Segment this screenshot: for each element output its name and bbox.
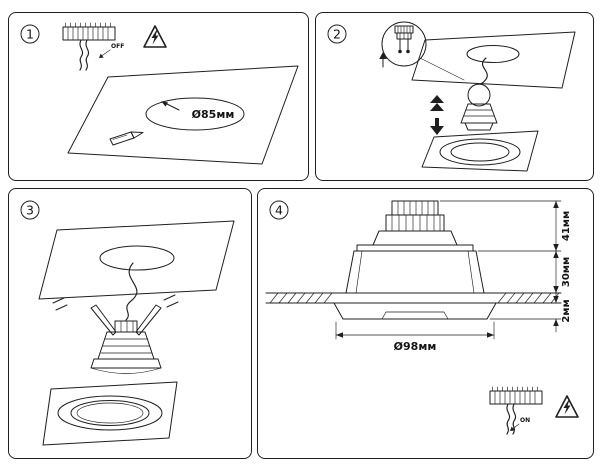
fixture-with-spring-clips: [90, 304, 162, 374]
trim-cross-section: [333, 302, 497, 320]
dim-label-41mm: 41мм: [561, 211, 572, 241]
supply-wire: [125, 262, 138, 321]
power-off-arrow-icon: [99, 49, 111, 58]
cutting-tool-icon: [109, 131, 144, 146]
spotlight-fixture: [460, 83, 498, 131]
step-number: 1: [26, 27, 34, 42]
ceiling-board: [411, 31, 576, 89]
cutout-hole: [99, 245, 175, 271]
cutout-hole: [466, 45, 520, 63]
lamp-socket-magnifier-icon: [381, 21, 427, 67]
trim-ring: [421, 130, 539, 172]
dim-label-2mm: 2мм: [561, 299, 572, 322]
panel-step-2: 2: [315, 12, 594, 181]
terminal-block-icon: [489, 386, 543, 435]
panel-1-drawing: 1 OFF Ø85: [20, 22, 299, 165]
warning-triangle-icon: [143, 25, 167, 48]
step-number-badge: 4: [269, 200, 289, 220]
panel-4-drawing: 4: [265, 200, 579, 435]
insert-direction-arrows-icon: [430, 95, 444, 135]
detail-pointer-line: [419, 57, 465, 81]
fixture-cross-section: [345, 200, 485, 294]
step-number: 3: [26, 203, 34, 218]
spring-clip-left: [90, 304, 117, 336]
step-number: 4: [275, 203, 283, 218]
cutout-hole: [145, 97, 245, 131]
cutout-diameter-label: Ø85мм: [192, 108, 235, 121]
panel-3-drawing: 3: [20, 200, 235, 446]
step-number-badge: 2: [327, 24, 347, 44]
dim-label-diameter: Ø98мм: [394, 340, 437, 353]
motion-marks: [52, 294, 179, 311]
trim-ring: [42, 381, 178, 446]
panel-2-drawing: 2: [327, 21, 576, 172]
insert-lamp-arrow-icon: [379, 52, 387, 68]
power-off-label: OFF: [111, 43, 124, 50]
step-number-badge: 3: [20, 200, 40, 220]
ceiling-board: [38, 220, 235, 300]
dimension-lines: 41мм 30мм 2мм Ø98мм: [335, 200, 572, 353]
step-number-badge: 1: [20, 24, 40, 44]
dim-label-30mm: 30мм: [561, 257, 572, 287]
step-number: 2: [333, 27, 341, 42]
ceiling-board: Ø85мм: [67, 65, 299, 165]
panel-step-3: 3: [8, 188, 252, 459]
spring-clip-right: [135, 304, 162, 336]
power-on-arrow-icon: [510, 423, 520, 431]
ceiling-slab: [265, 292, 562, 304]
power-on-label: ON: [520, 417, 530, 424]
terminal-block-icon: [62, 22, 116, 71]
warning-triangle-icon: [555, 395, 579, 418]
panel-step-1: 1 OFF Ø85: [8, 12, 309, 181]
panel-step-4: 4: [257, 188, 594, 459]
